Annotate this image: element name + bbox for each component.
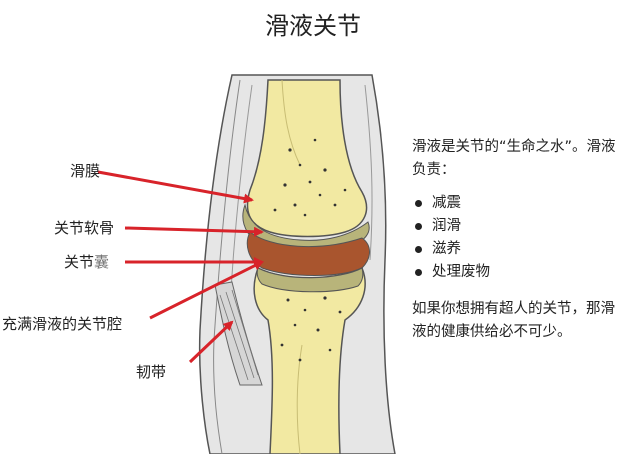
label-cavity: 充满滑液的关节腔 (2, 315, 123, 333)
list-item: 减震 (412, 192, 617, 215)
upper-bone (246, 79, 368, 238)
side-intro: 滑液是关节的“生命之水”。滑液负责： (412, 139, 616, 178)
duties-list: 减震 润滑 滋养 处理废物 (412, 192, 617, 284)
side-description: 滑液是关节的“生命之水”。滑液负责： 减震 润滑 滋养 处理废物 如果你想拥有超… (412, 136, 617, 344)
label-ligament: 韧带 (136, 363, 167, 381)
arrow-ligament (188, 320, 234, 364)
ligament-shape (214, 281, 263, 386)
label-joint-capsule: 关节囊 (64, 253, 110, 271)
arrow-cavity (149, 260, 264, 320)
label-synovial-membrane: 滑膜 (70, 162, 101, 180)
list-item: 润滑 (412, 215, 617, 238)
sheath-lines (213, 79, 241, 454)
arrow-articular-cartilage (124, 226, 264, 237)
side-closing: 如果你想拥有超人的关节，那滑液的健康供给必不可少。 (412, 301, 615, 340)
label-articular-cartilage: 关节软骨 (54, 219, 115, 237)
arrow-synovial-membrane (97, 170, 254, 204)
list-item: 滋养 (412, 238, 617, 261)
diagram-title: 滑液关节 (265, 12, 361, 40)
lower-cartilage (256, 267, 364, 293)
list-item: 处理废物 (412, 261, 617, 284)
bone-texture (273, 138, 347, 362)
